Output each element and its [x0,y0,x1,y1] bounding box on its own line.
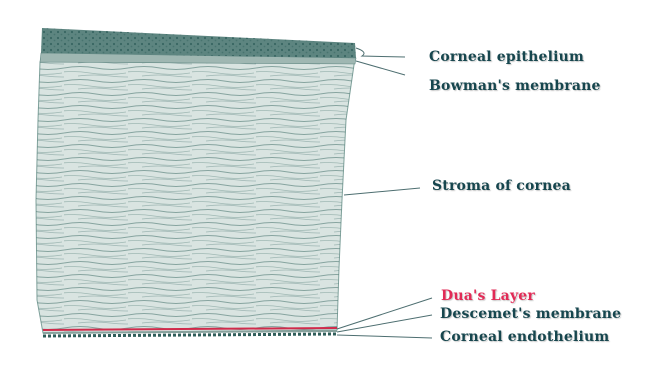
label-corneal-endothelium: Corneal endothelium [440,329,609,345]
label-bowmans-membrane: Bowman's membrane [429,78,601,94]
duas-leader-line [337,298,432,329]
label-stroma-of-cornea: Stroma of cornea [432,178,571,194]
stroma-leader-line [344,188,420,195]
epithelium-leader-line [356,48,405,57]
endothelium-leader-line [337,335,432,338]
label-corneal-epithelium: Corneal epithelium [429,49,584,65]
label-descemets-membrane: Descemet's membrane [440,306,621,322]
descemets-leader-line [337,315,432,332]
corneal-endothelium-layer [43,334,337,336]
label-duas-layer: Dua's Layer [441,288,535,304]
bowmans-leader-line [356,61,405,75]
